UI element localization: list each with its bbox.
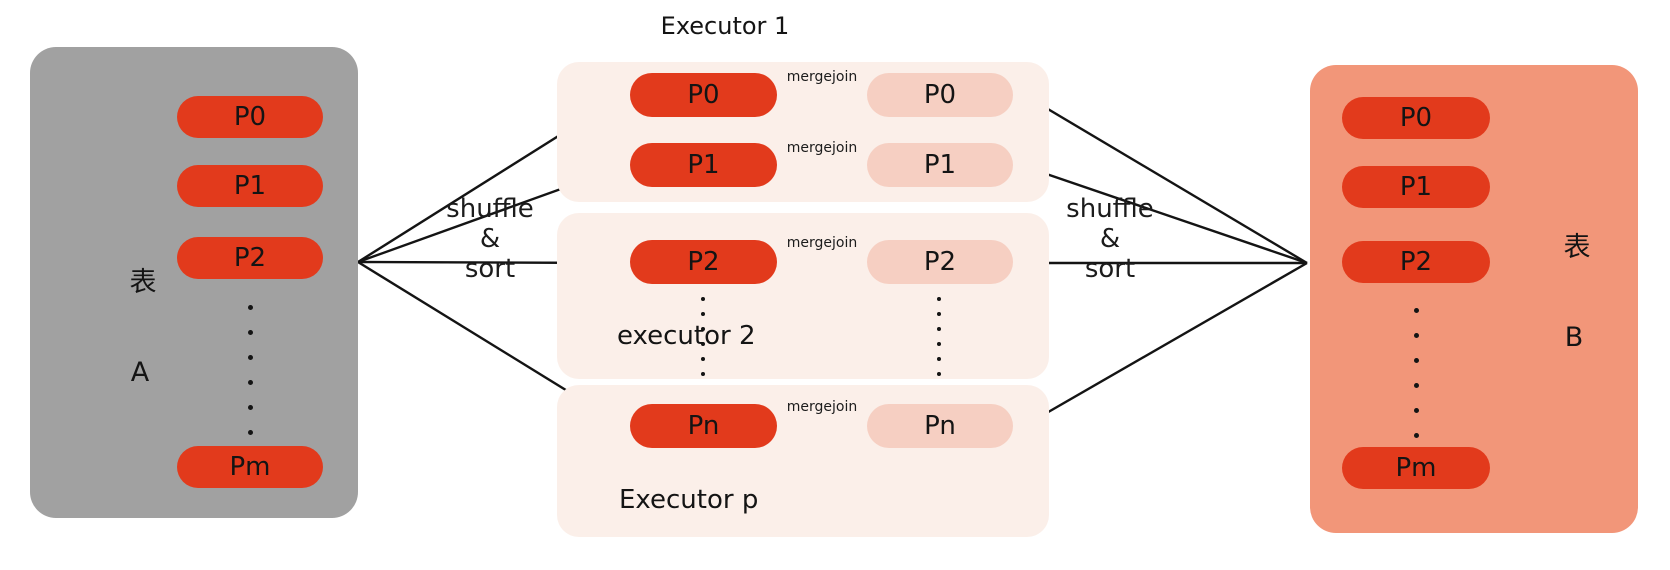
- table-b-partition-p0: P0: [1342, 97, 1490, 139]
- table-a: 表 A P0 P1 P2 Pm: [30, 47, 358, 518]
- executor-1-title: Executor 1: [660, 12, 790, 40]
- shuffle-line: shuffle: [1066, 194, 1154, 224]
- executor-p-right-partition-pn: Pn: [867, 404, 1013, 448]
- table-b-zh-label: 表: [1563, 232, 1591, 263]
- table-b-partition-p1: P1: [1342, 166, 1490, 208]
- table-b-name: B: [1564, 322, 1584, 353]
- executor-2-box: P2 mergejoin P2 executor 2: [557, 213, 1049, 379]
- mergejoin-label: mergejoin: [786, 140, 858, 156]
- mergejoin-label: mergejoin: [786, 399, 858, 415]
- table-b: 表 B P0 P1 P2 Pm: [1310, 65, 1638, 533]
- executor-2-title: executor 2: [617, 321, 756, 351]
- executor-p-box: Pn mergejoin Pn Executor p: [557, 385, 1049, 537]
- table-a-name: A: [130, 357, 150, 388]
- vertical-ellipsis-icon: [1392, 298, 1440, 448]
- executor-2-right-partition-p2: P2: [867, 240, 1013, 284]
- table-a-partition-p2: P2: [177, 237, 323, 279]
- vertical-ellipsis-icon: [915, 291, 963, 381]
- vertical-ellipsis-icon: [679, 291, 727, 381]
- sort-line: sort: [1084, 254, 1136, 284]
- mergejoin-label: mergejoin: [786, 69, 858, 85]
- sort-line: sort: [464, 254, 516, 284]
- executor-1-right-partition-p0: P0: [867, 73, 1013, 117]
- table-b-partition-p2: P2: [1342, 241, 1490, 283]
- executor-1-left-partition-p0: P0: [630, 73, 777, 117]
- executor-2-left-partition-p2: P2: [630, 240, 777, 284]
- executor-p-title: Executor p: [619, 485, 759, 515]
- executor-1-box: P0 mergejoin P0 P1 mergejoin P1: [557, 62, 1049, 202]
- shuffle-line: shuffle: [446, 194, 534, 224]
- shuffle-sort-label-right: shuffle & sort: [1035, 194, 1185, 284]
- mergejoin-label: mergejoin: [786, 235, 858, 251]
- table-a-partition-p1: P1: [177, 165, 323, 207]
- shuffle-sort-label-left: shuffle & sort: [415, 194, 565, 284]
- executor-p-left-partition-pn: Pn: [630, 404, 777, 448]
- amp-line: &: [1099, 224, 1121, 254]
- vertical-ellipsis-icon: [226, 295, 274, 445]
- amp-line: &: [479, 224, 501, 254]
- table-b-partition-pm: Pm: [1342, 447, 1490, 489]
- executor-1-right-partition-p1: P1: [867, 143, 1013, 187]
- table-a-partition-pm: Pm: [177, 446, 323, 488]
- executor-1-left-partition-p1: P1: [630, 143, 777, 187]
- table-a-partition-p0: P0: [177, 96, 323, 138]
- table-a-zh-label: 表: [129, 267, 157, 298]
